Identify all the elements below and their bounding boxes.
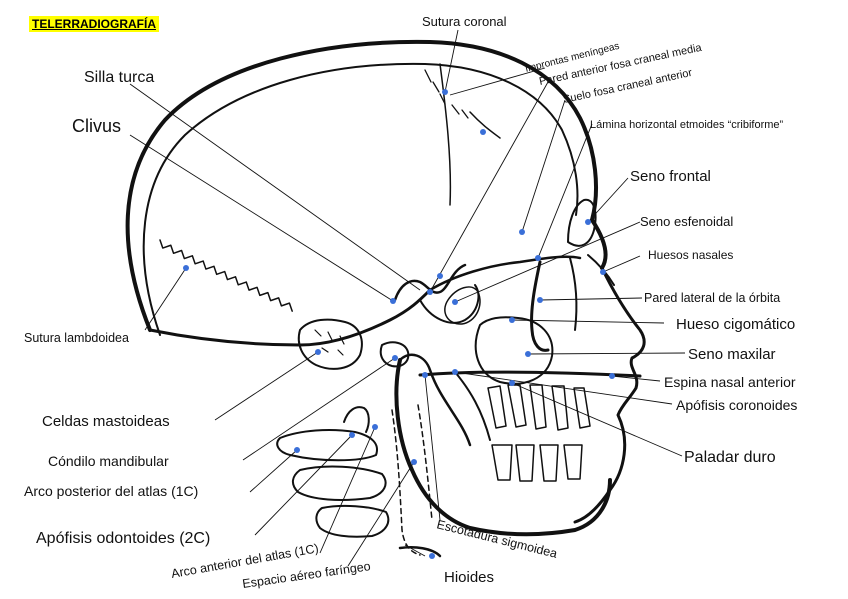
marker-pared-lateral <box>537 297 543 303</box>
marker-seno-maxilar <box>525 351 531 357</box>
marker-clivus <box>390 298 396 304</box>
marker-mastoideas <box>315 349 321 355</box>
marker-dots <box>183 89 615 559</box>
label-silla-turca: Silla turca <box>84 69 154 86</box>
marker-silla-turca <box>427 289 433 295</box>
marker-coronoides <box>452 369 458 375</box>
marker-arco-anterior <box>372 424 378 430</box>
marker-paladar <box>509 380 515 386</box>
label-seno-frontal: Seno frontal <box>630 168 711 185</box>
marker-seno-esfenoidal <box>452 299 458 305</box>
label-paladar-duro: Paladar duro <box>684 449 776 466</box>
label-hioides: Hioides <box>444 569 494 586</box>
label-seno-esfenoidal: Seno esfenoidal <box>640 214 733 229</box>
label-escotadura: Escotadura sigmoidea <box>435 517 558 561</box>
marker-suelo-fosa <box>519 229 525 235</box>
label-apofisis-coronoides: Apófisis coronoides <box>676 397 797 413</box>
marker-odontoides <box>349 432 355 438</box>
label-seno-maxilar: Seno maxilar <box>688 346 776 363</box>
marker-condilo <box>392 355 398 361</box>
label-celdas-mastoideas: Celdas mastoideas <box>42 413 170 430</box>
marker-espina-nasal <box>609 373 615 379</box>
marker-pared-anterior <box>437 273 443 279</box>
marker-escotadura <box>422 372 428 378</box>
marker-seno-frontal <box>585 219 591 225</box>
label-espina-nasal: Espina nasal anterior <box>664 374 796 390</box>
marker-arco-posterior <box>294 447 300 453</box>
marker-hioides <box>429 553 435 559</box>
marker-sutura-coronal <box>442 89 448 95</box>
marker-espacio-aereo <box>411 459 417 465</box>
skull-outline <box>128 42 645 556</box>
label-pared-lateral: Pared lateral de la órbita <box>644 291 780 305</box>
marker-lambdoidea <box>183 265 189 271</box>
label-apofisis-odontoides: Apófisis odontoides (2C) <box>36 530 210 547</box>
label-clivus: Clivus <box>72 116 121 136</box>
label-sutura-coronal: Sutura coronal <box>422 14 507 29</box>
label-arco-posterior: Arco posterior del atlas (1C) <box>24 483 198 499</box>
label-sutura-lambdoidea: Sutura lambdoidea <box>24 331 129 345</box>
label-hueso-cigomatico: Hueso cigomático <box>676 316 795 333</box>
label-huesos-nasales: Huesos nasales <box>648 248 733 262</box>
label-lamina: Lámina horizontal etmoides “cribiforme” <box>590 119 784 131</box>
label-condilo: Cóndilo mandibular <box>48 453 169 469</box>
marker-coronal-2 <box>480 129 486 135</box>
marker-huesos-nasales <box>600 269 606 275</box>
marker-lamina <box>535 255 541 261</box>
marker-hueso-cigomatico <box>509 317 515 323</box>
leader-lines <box>130 30 685 566</box>
